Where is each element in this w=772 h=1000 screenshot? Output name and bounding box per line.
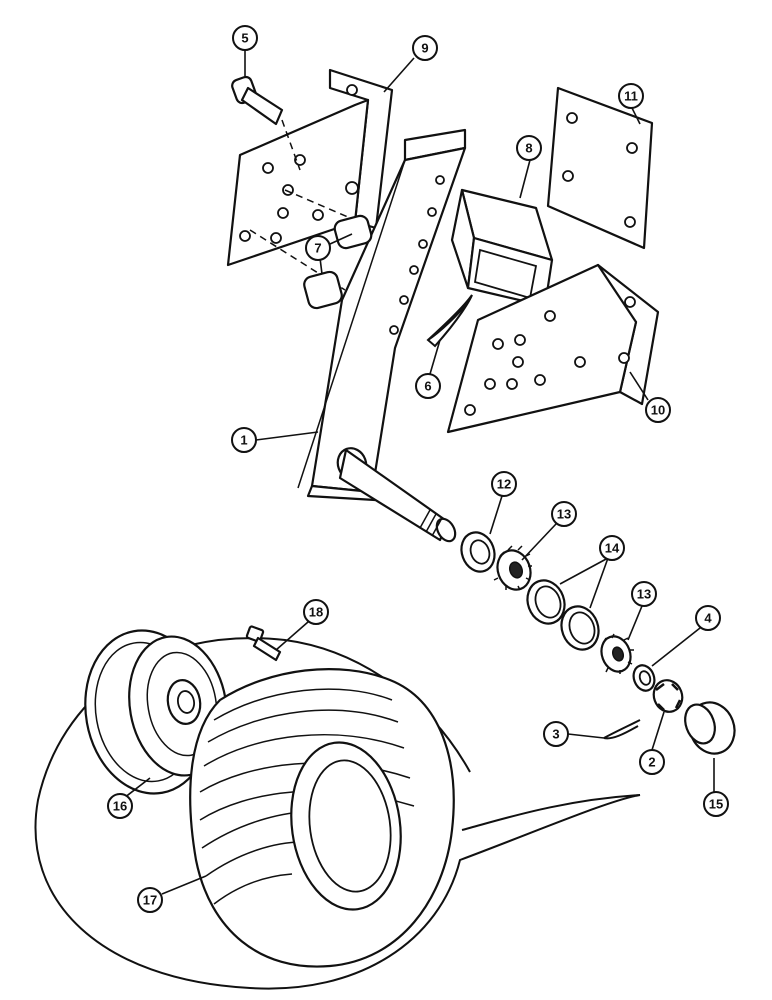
part-6-hairpin-clip (426, 294, 473, 348)
part-9-angle-bracket (226, 68, 394, 267)
callout-8-label: 8 (525, 141, 532, 156)
callout-14: 14 (599, 535, 625, 561)
part-17-tire (189, 668, 455, 968)
part-5-bolt (231, 75, 301, 171)
callout-7-label: 7 (314, 241, 321, 256)
part-15-hub-cap (684, 701, 736, 755)
callout-3: 3 (543, 721, 569, 747)
callout-5: 5 (232, 25, 258, 51)
callout-13b-label: 13 (637, 587, 651, 602)
callout-13a-label: 13 (557, 507, 571, 522)
part-11-plate (546, 86, 654, 250)
callout-13a: 13 (551, 501, 577, 527)
callout-11-label: 11 (624, 89, 638, 104)
callout-18: 18 (303, 599, 329, 625)
callout-2: 2 (639, 749, 665, 775)
part-12-seal (460, 531, 496, 573)
callout-14-label: 14 (605, 541, 620, 556)
callout-15-label: 15 (709, 797, 723, 812)
callout-4-label: 4 (704, 611, 712, 626)
callout-7: 7 (305, 235, 331, 261)
callout-6: 6 (415, 373, 441, 399)
part-7-bushings (249, 189, 373, 310)
part-2-castle-nut (652, 679, 684, 713)
callout-17-label: 17 (143, 893, 157, 908)
callout-4: 4 (695, 605, 721, 631)
callout-3-label: 3 (552, 727, 559, 742)
part-13-bearing-cone-outer (600, 633, 634, 674)
callout-9: 9 (412, 35, 438, 61)
callout-13b: 13 (631, 581, 657, 607)
callout-15: 15 (703, 791, 729, 817)
callout-6-label: 6 (424, 379, 431, 394)
wheel-detail-circle (34, 637, 641, 990)
callout-12-label: 12 (497, 477, 511, 492)
callout-16-label: 16 (113, 799, 127, 814)
callout-17: 17 (137, 887, 163, 913)
part-8-sleeve (450, 188, 554, 308)
callout-10-label: 10 (651, 403, 665, 418)
part-18-valve-stem (245, 625, 282, 662)
part-3-cotter-pin (603, 719, 641, 740)
callout-11: 11 (618, 83, 644, 109)
callout-1: 1 (231, 427, 257, 453)
callout-18-label: 18 (309, 605, 323, 620)
spindle-shaft (336, 447, 457, 543)
callout-1-label: 1 (240, 433, 247, 448)
part-10-angle-bracket (446, 263, 660, 434)
callout-12: 12 (491, 471, 517, 497)
callout-5-label: 5 (241, 31, 248, 46)
callout-9-label: 9 (421, 41, 428, 56)
callout-2-label: 2 (648, 755, 655, 770)
callout-8: 8 (516, 135, 542, 161)
callout-10: 10 (645, 397, 671, 423)
part-14-bearing-cups (526, 579, 600, 651)
callout-16: 16 (107, 793, 133, 819)
part-4-washer (632, 664, 656, 692)
leader-lines (123, 50, 715, 895)
